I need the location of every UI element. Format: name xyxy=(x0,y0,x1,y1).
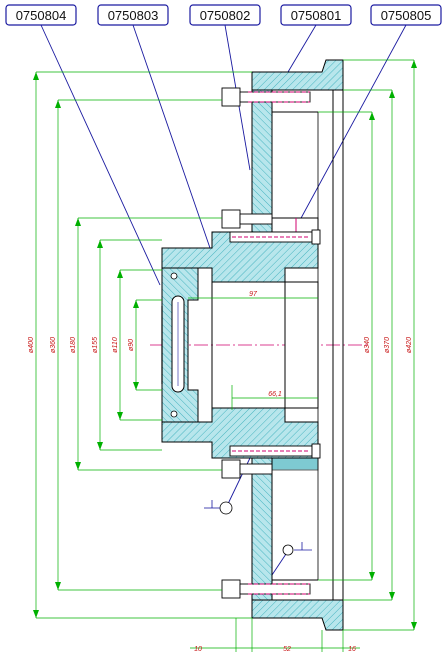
callout-0750805[interactable]: 0750805 xyxy=(370,4,442,26)
bolt-bottom xyxy=(221,579,311,599)
dim-d360: ø360 xyxy=(50,337,57,353)
dim-d110: ø110 xyxy=(112,337,119,353)
dimension-labels: ø400 ø360 ø180 ø155 ø110 ø90 ø340 ø370 ø… xyxy=(28,291,413,653)
insert-0750805 xyxy=(271,217,319,471)
bolt-lower-mid xyxy=(221,459,273,479)
dim-b52: 52 xyxy=(283,646,291,653)
detail-marks xyxy=(170,272,312,556)
bolt-upper-mid xyxy=(221,209,273,229)
dim-d90: ø90 xyxy=(128,339,135,351)
dim-h66: 66,1 xyxy=(268,391,282,398)
leader-0750805 xyxy=(299,24,407,221)
bolt-hub-upper xyxy=(229,229,321,245)
leader-lines xyxy=(40,24,407,579)
callout-label: 0750805 xyxy=(381,8,432,23)
dim-d180: ø180 xyxy=(70,337,77,353)
dim-b16: 16 xyxy=(348,646,356,653)
retainer-0750804 xyxy=(161,267,199,423)
callout-0750801[interactable]: 0750801 xyxy=(280,4,352,26)
dim-d420: ø420 xyxy=(406,337,413,353)
dim-d155: ø155 xyxy=(92,337,99,353)
dimension-arrows xyxy=(33,60,417,630)
callout-label: 0750802 xyxy=(200,8,251,23)
callout-0750803[interactable]: 0750803 xyxy=(97,4,169,26)
hub-0750803 xyxy=(161,231,319,459)
dim-h97: 97 xyxy=(249,291,258,298)
callout-label: 0750804 xyxy=(16,8,67,23)
bolt-hub-lower xyxy=(229,443,321,459)
dim-d370: ø370 xyxy=(384,337,391,353)
dim-d340: ø340 xyxy=(364,337,371,353)
leader-0750804 xyxy=(40,24,161,286)
dim-d400: ø400 xyxy=(28,337,35,353)
callout-label: 0750801 xyxy=(291,8,342,23)
dimension-lines xyxy=(35,59,415,652)
leader-0750803 xyxy=(132,24,211,249)
callout-0750802[interactable]: 0750802 xyxy=(189,4,261,26)
bolts xyxy=(221,87,321,599)
callout-label: 0750803 xyxy=(108,8,159,23)
bolt-top xyxy=(221,87,311,107)
leader-0750801 xyxy=(287,24,317,73)
callout-0750804[interactable]: 0750804 xyxy=(5,4,77,26)
dim-b10: 10 xyxy=(194,646,202,653)
